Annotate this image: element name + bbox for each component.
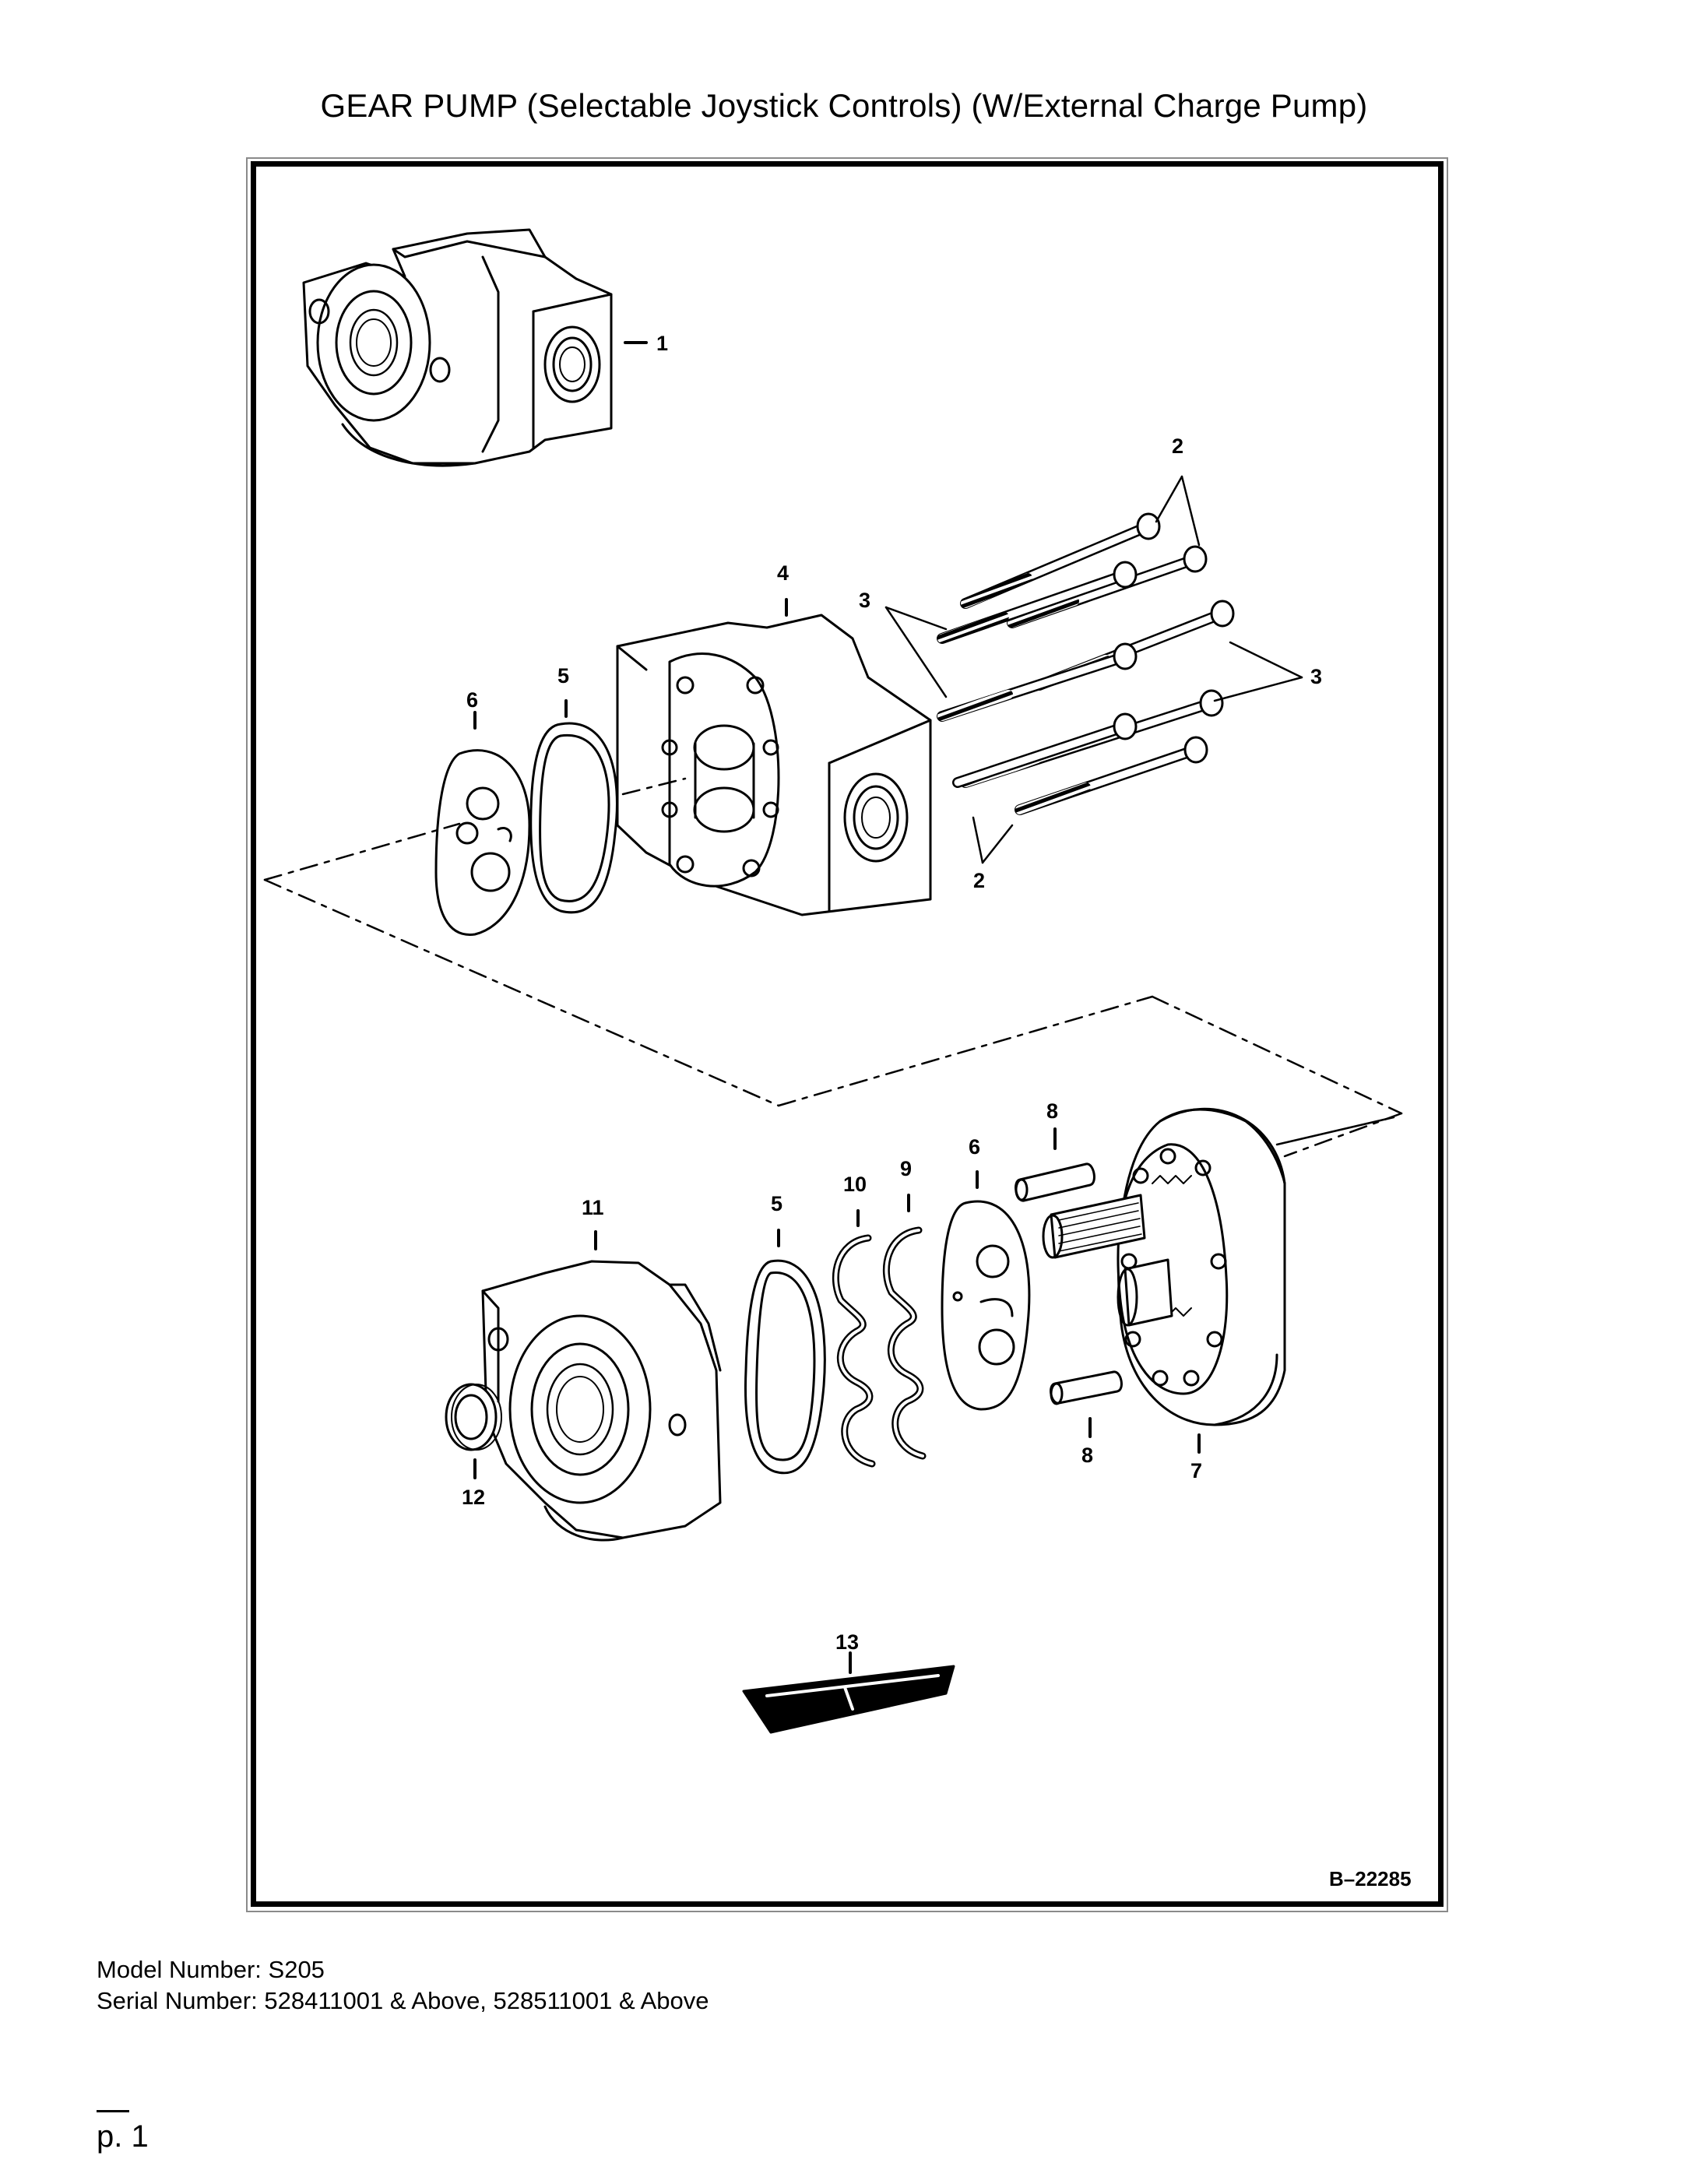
callout-6-bottom: 6 (969, 1135, 980, 1159)
callout-labels: 1 2 2 3 3 4 5 5 6 6 7 8 8 9 10 11 12 13 … (462, 332, 1412, 1890)
page-title: GEAR PUMP (Selectable Joystick Controls)… (320, 87, 1368, 124)
callout-11: 11 (582, 1196, 604, 1219)
alignment-dashed-lines (263, 777, 1403, 1158)
dowel-pin-lower (1050, 1370, 1123, 1438)
bolt-short-3 (952, 712, 1138, 788)
decal-kit (742, 1651, 955, 1734)
bolt-long-2 (1007, 545, 1208, 628)
pump-housing (616, 598, 932, 916)
callout-9: 9 (900, 1157, 912, 1180)
seal-retainer-10 (832, 1209, 876, 1468)
bolt-short-2 (937, 642, 1138, 722)
callout-3-right: 3 (1310, 665, 1322, 688)
page-number: p. 1 (97, 2119, 149, 2154)
o-ring-seal-lower (744, 1229, 826, 1475)
callout-10: 10 (843, 1173, 867, 1196)
callout-3-left: 3 (859, 589, 870, 612)
assembled-gear-pump (302, 228, 648, 467)
bolt-set (884, 475, 1303, 864)
callout-8-bottom: 8 (1081, 1444, 1093, 1467)
diagram-outer-frame (246, 157, 1448, 1912)
callout-5-bottom: 5 (771, 1192, 782, 1215)
callout-2-bottom: 2 (973, 869, 985, 892)
bolt-short-1 (937, 561, 1138, 644)
callout-1: 1 (656, 332, 668, 355)
seal-and-plate-upper (434, 699, 618, 936)
front-cover (481, 1230, 722, 1542)
dowel-pin-upper (1015, 1127, 1095, 1202)
wear-plate-lower (941, 1170, 1031, 1411)
callout-2-top: 2 (1172, 434, 1183, 458)
seal-retainer-9 (882, 1194, 927, 1460)
serial-number: Serial Number: 528411001 & Above, 528511… (97, 1987, 709, 2014)
drawing-number: B–22285 (1329, 1867, 1412, 1890)
callout-13: 13 (835, 1630, 859, 1654)
model-number: Model Number: S205 (97, 1956, 325, 1983)
callout-6-top: 6 (466, 688, 478, 712)
diagram-inner-frame (251, 161, 1444, 1907)
footer-rule (97, 2110, 129, 2112)
callout-5-top: 5 (557, 664, 569, 688)
callout-7: 7 (1190, 1459, 1202, 1482)
bolt-long-5 (1015, 736, 1208, 815)
gear-housing (1042, 1107, 1395, 1454)
shaft-seal (445, 1383, 502, 1479)
callout-4: 4 (777, 561, 789, 585)
bolt-long-1 (960, 512, 1161, 609)
callout-12: 12 (462, 1486, 485, 1509)
callout-8-top: 8 (1046, 1099, 1058, 1123)
